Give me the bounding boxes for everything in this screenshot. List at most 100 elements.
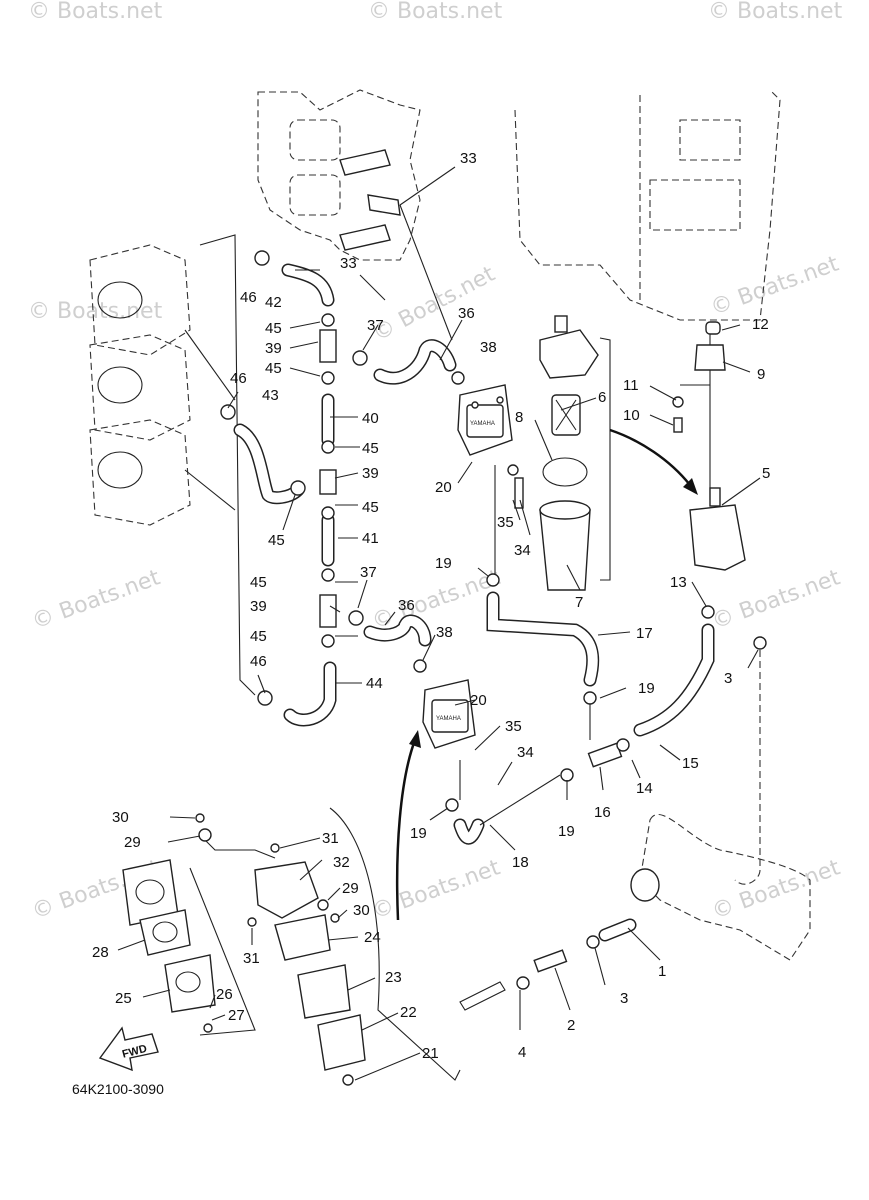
callout-45e: 45 (268, 532, 285, 549)
fuel-pump-upper: YAMAHA (457, 384, 513, 456)
callout-39c: 39 (250, 598, 267, 615)
callout-29a: 29 (124, 834, 141, 851)
watermark: © Boats.net (708, 0, 843, 24)
callout-19a: 19 (435, 555, 452, 572)
callout-29b: 29 (342, 880, 359, 897)
callout-41: 41 (362, 530, 379, 547)
callout-27: 27 (228, 1007, 245, 1024)
callout-46a: 46 (240, 289, 257, 306)
fuel-filter-right (672, 321, 746, 571)
callout-30b: 30 (353, 902, 370, 919)
callout-30a: 30 (112, 809, 129, 826)
callout-35b: 35 (505, 718, 522, 735)
callout-8: 8 (515, 409, 523, 426)
callout-20a: 20 (435, 479, 452, 496)
callout-44: 44 (366, 675, 383, 692)
callout-36a: 36 (458, 305, 475, 322)
callout-4: 4 (518, 1044, 526, 1061)
callout-45b: 45 (265, 360, 282, 377)
callout-16: 16 (594, 804, 611, 821)
callout-32: 32 (333, 854, 350, 871)
carburetor-stack (89, 234, 256, 696)
callout-14: 14 (636, 780, 653, 797)
lower-engine-outline (533, 813, 811, 973)
watermark: © Boats.net (29, 565, 164, 635)
fwd-arrow-icon: FWD (98, 1026, 159, 1072)
callout-34a: 34 (514, 542, 531, 559)
callout-7: 7 (575, 594, 583, 611)
callout-45g: 45 (250, 628, 267, 645)
callout-5: 5 (762, 465, 770, 482)
callout-45a: 45 (265, 320, 282, 337)
callout-21: 21 (422, 1045, 439, 1062)
leader-lines (117, 166, 761, 1081)
callout-33a: 33 (460, 150, 477, 167)
callout-12: 12 (752, 316, 769, 333)
fuel-filter-assembly (507, 315, 599, 591)
callout-23: 23 (385, 969, 402, 986)
callout-37b: 37 (360, 564, 377, 581)
callout-31a: 31 (322, 830, 339, 847)
watermark: © Boats.net (707, 251, 842, 321)
callout-39b: 39 (362, 465, 379, 482)
callout-17: 17 (636, 625, 653, 642)
cylinder-head-outline (257, 89, 421, 261)
callout-45f: 45 (250, 574, 267, 591)
callout-19c: 19 (558, 823, 575, 840)
callout-26: 26 (216, 986, 233, 1003)
fuel-pump-lower: YAMAHA (422, 679, 476, 749)
callout-35a: 35 (497, 514, 514, 531)
callout-34b: 34 (517, 744, 534, 761)
callout-2: 2 (567, 1017, 575, 1034)
callout-10: 10 (623, 407, 640, 424)
callout-24: 24 (364, 929, 381, 946)
watermark: © Boats.net (709, 855, 844, 925)
callout-38b: 38 (436, 624, 453, 641)
callout-39a: 39 (265, 340, 282, 357)
callout-31b: 31 (243, 950, 260, 967)
callout-28: 28 (92, 944, 109, 961)
callout-9: 9 (757, 366, 765, 383)
callout-3a: 3 (724, 670, 732, 687)
callout-33b: 33 (340, 255, 357, 272)
callout-labels: 33 33 36 37 38 46 42 45 39 45 46 43 40 4… (92, 150, 770, 1062)
callout-46c: 46 (250, 653, 267, 670)
callout-25: 25 (115, 990, 132, 1007)
watermark: © Boats.net (709, 565, 844, 635)
callout-1: 1 (658, 963, 666, 980)
clips (220, 250, 767, 1086)
pump-brand-label: YAMAHA (436, 716, 461, 722)
callout-3b: 3 (620, 990, 628, 1007)
callout-43: 43 (262, 387, 279, 404)
callout-19b: 19 (638, 680, 655, 697)
callout-11: 11 (623, 377, 639, 394)
pump-parts-exploded (122, 813, 366, 1071)
callout-22: 22 (400, 1004, 417, 1021)
callout-15: 15 (682, 755, 699, 772)
callout-45c: 45 (362, 440, 379, 457)
callout-42: 42 (265, 294, 282, 311)
callout-36b: 36 (398, 597, 415, 614)
callout-40: 40 (362, 410, 379, 427)
joint-t-connectors (319, 329, 623, 768)
callout-18: 18 (512, 854, 529, 871)
callout-19d: 19 (410, 825, 427, 842)
watermark: © Boats.net (369, 262, 500, 347)
watermark: © Boats.net (368, 0, 503, 24)
callout-38a: 38 (480, 339, 497, 356)
watermark: © Boats.net (28, 0, 163, 24)
callout-45d: 45 (362, 499, 379, 516)
flow-arrows (395, 428, 698, 921)
watermark: © Boats.net (369, 855, 504, 925)
watermark: © Boats.net (28, 299, 163, 324)
guide-lines (189, 204, 711, 1081)
crankcase-outline (514, 89, 781, 321)
callout-6: 6 (598, 389, 606, 406)
pump-brand-label: YAMAHA (470, 421, 495, 427)
callout-13: 13 (670, 574, 687, 591)
watermark-layer: © Boats.net © Boats.net © Boats.net © Bo… (28, 0, 844, 925)
fuel-hose-group (233, 263, 761, 1011)
callout-46b: 46 (230, 370, 247, 387)
diagram-code: 64K2100-3090 (72, 1081, 164, 1097)
